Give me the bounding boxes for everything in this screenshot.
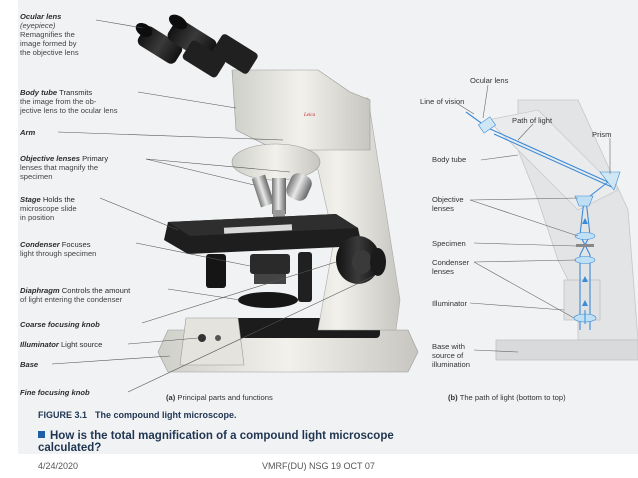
- label-b-line-of-vision: Line of vision: [420, 97, 465, 106]
- label-b-illuminator: Illuminator: [432, 299, 468, 308]
- term-ocular-lens: Ocular lens: [20, 12, 62, 21]
- label-b-prism: Prism: [592, 130, 612, 139]
- figure-panel: Leica: [18, 0, 638, 454]
- illuminator-housing: [179, 317, 245, 366]
- label-arm: Arm: [20, 128, 36, 137]
- fine-focusing-knob-shape: [370, 248, 386, 276]
- question: How is the total magnification of a comp…: [38, 430, 394, 454]
- condenser-shape: [250, 254, 290, 274]
- light-path-schematic: [465, 99, 638, 361]
- label-base: Base: [20, 360, 39, 369]
- label-objective-lenses: Objective lenses Primary lenses that mag…: [20, 154, 109, 181]
- ocular-lens-schematic: [477, 116, 497, 134]
- label-fine-focusing-knob: Fine focusing knob: [20, 388, 90, 397]
- objective-lenses-shape: [251, 173, 312, 218]
- label-b-specimen: Specimen: [432, 239, 466, 248]
- svg-text:Leica: Leica: [303, 113, 316, 118]
- illuminator-switch: [198, 334, 206, 342]
- label-diaphragm: Diaphragm Controls the amount of light e…: [20, 286, 131, 304]
- nosepiece: [231, 143, 321, 181]
- bullet-square-icon: [38, 431, 45, 438]
- slide-shape: [223, 224, 293, 234]
- label-coarse-focusing-knob: Coarse focusing knob: [20, 320, 100, 329]
- microscope-illustration: Leica: [51, 14, 638, 393]
- eyepieces: [135, 14, 258, 78]
- footer-center: VMRF(DU) NSG 19 OCT 07: [262, 461, 375, 471]
- label-b-body-tube: Body tube: [432, 155, 467, 164]
- caption-b: (b) The path of light (bottom to top): [448, 393, 566, 402]
- label-ocular-lens: Ocular lens (eyepiece) Remagnifies the i…: [20, 12, 79, 57]
- label-b-ocular-lens: Ocular lens: [470, 76, 509, 85]
- pointer-lines-a: [51, 19, 375, 393]
- label-b-base: Base with source of illumination: [432, 342, 470, 369]
- caption-a: (a) Principal parts and functions: [166, 393, 273, 402]
- base-schematic: [495, 339, 638, 361]
- footer-date: 4/24/2020: [38, 461, 79, 471]
- pointer-lines-b: [457, 84, 611, 353]
- diaphragm-shape: [238, 292, 298, 308]
- label-condenser: Condenser Focuses light through specimen: [20, 240, 97, 258]
- label-illuminator: Illuminator Light source: [20, 340, 103, 349]
- label-b-condenser-lenses: Condenser lenses: [432, 258, 470, 276]
- label-b-objective-lenses: Objective lenses: [432, 195, 464, 213]
- label-stage: Stage Holds the microscope slide in posi…: [20, 195, 77, 222]
- label-b-path-of-light: Path of light: [512, 116, 553, 125]
- label-body-tube: Body tube Transmits the image from the o…: [20, 88, 118, 115]
- head-shape: [231, 69, 371, 151]
